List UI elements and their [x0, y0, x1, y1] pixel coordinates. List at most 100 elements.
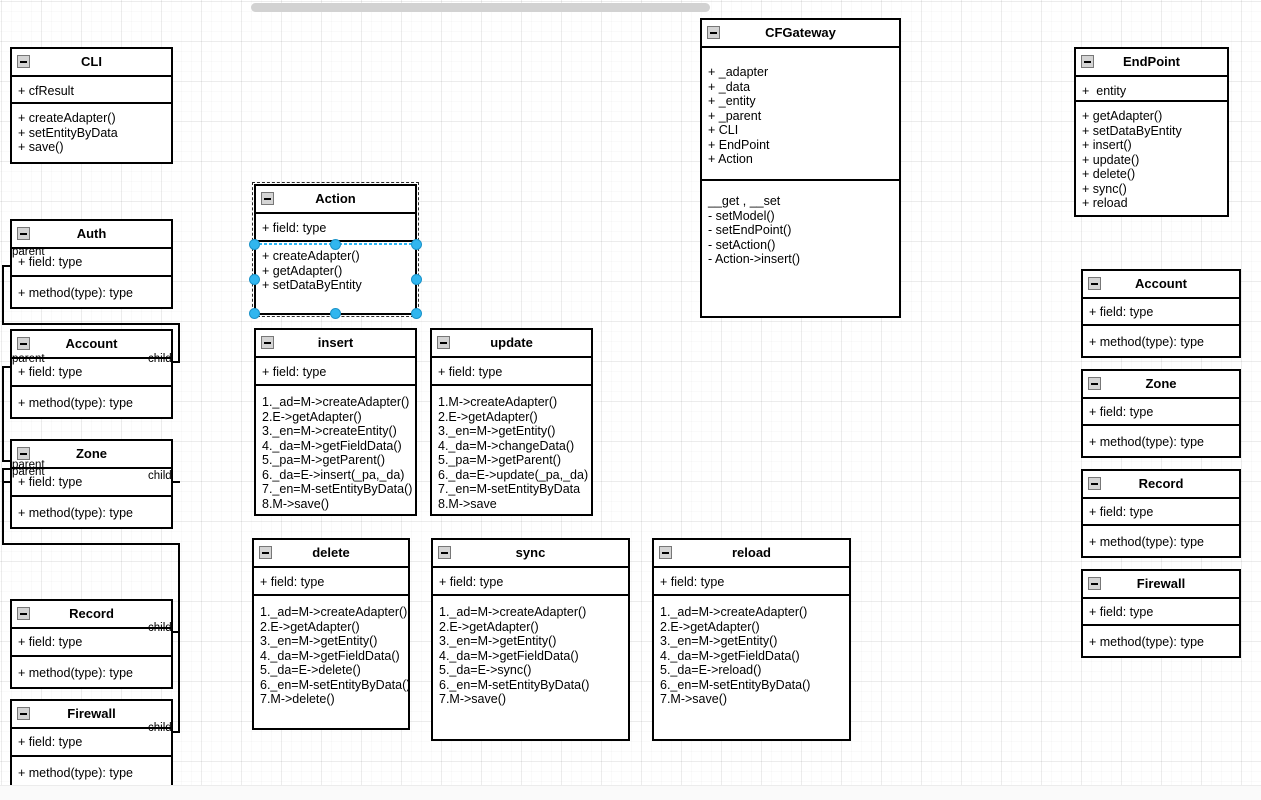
assoc-firewall-child-vertical: [178, 631, 180, 733]
class-title-insert: insert: [256, 330, 415, 356]
class-name-label: Record: [1138, 476, 1184, 491]
attribute-line: + _data: [708, 79, 751, 94]
class-box-zone-left[interactable]: Zone + field: type + method(type): type: [10, 439, 173, 529]
edge-label-parent-zone-b: parent: [12, 466, 45, 478]
resize-handle-n[interactable]: [330, 239, 341, 250]
minus-box-icon[interactable]: [659, 546, 672, 559]
class-name-label: delete: [312, 545, 350, 560]
operation-line: 3._en=M->getEntity(): [438, 424, 556, 438]
minus-box-icon[interactable]: [707, 26, 720, 39]
operation-line: 1._ad=M->createAdapter(): [660, 605, 808, 619]
operation-line: 8.M->save: [438, 496, 497, 511]
class-title-record-left: Record: [12, 601, 171, 627]
operation-line: 2.E->getAdapter(): [660, 619, 760, 634]
class-operations-firewall-right: + method(type): type: [1083, 624, 1239, 657]
attribute-line: + _entity: [708, 94, 756, 108]
class-name-label: Action: [315, 191, 356, 206]
operation-line: 6._da=E->update(_pa,_da): [438, 467, 589, 482]
operation-line: 4._da=M->changeData(): [438, 438, 575, 453]
operation-line: 7.M->delete(): [260, 692, 335, 706]
class-box-zone-right[interactable]: Zone + field: type + method(type): type: [1081, 369, 1241, 458]
operation-line: 3._en=M->getEntity(): [260, 634, 378, 648]
class-box-reload[interactable]: reload + field: type 1._ad=M->createAdap…: [652, 538, 851, 741]
operation-line: + setEntityByData: [18, 125, 118, 140]
operation-line: - setAction(): [708, 237, 776, 252]
operation-line: + save(): [18, 140, 64, 154]
horizontal-scrollbar-thumb[interactable]: [251, 3, 710, 12]
minus-box-icon[interactable]: [259, 546, 272, 559]
class-operations-reload: 1._ad=M->createAdapter() 2.E->getAdapter…: [654, 594, 849, 714]
edge-label-child-firewall: child: [148, 722, 172, 734]
operation-line: + createAdapter(): [262, 249, 360, 263]
operation-line: + method(type): type: [18, 666, 133, 680]
class-attributes-cfgateway: + _adapter + _data + _entity + _parent +…: [702, 46, 899, 179]
class-attributes-cli: + cfResult: [12, 75, 171, 102]
minus-box-icon[interactable]: [438, 546, 451, 559]
class-box-sync[interactable]: sync + field: type 1._ad=M->createAdapte…: [431, 538, 630, 741]
class-box-delete[interactable]: delete + field: type 1._ad=M->createAdap…: [252, 538, 410, 730]
class-attributes-update: + field: type: [432, 356, 591, 384]
operation-line: 5._pa=M->getParent(): [438, 453, 561, 467]
minus-box-icon[interactable]: [1088, 477, 1101, 490]
operation-line: 4._da=M->getFieldData(): [660, 648, 800, 663]
class-box-record-left[interactable]: Record + field: type + method(type): typ…: [10, 599, 173, 689]
minus-box-icon[interactable]: [437, 336, 450, 349]
class-box-account-right[interactable]: Account + field: type + method(type): ty…: [1081, 269, 1241, 358]
assoc-auth-child-vertical: [178, 323, 180, 363]
resize-handle-sw[interactable]: [249, 308, 260, 319]
class-box-firewall-left[interactable]: Firewall + field: type + method(type): t…: [10, 699, 173, 789]
minus-box-icon[interactable]: [1088, 277, 1101, 290]
attribute-line: + field: type: [18, 365, 83, 379]
assoc-auth-bottom: [2, 323, 180, 325]
class-title-endpoint: EndPoint: [1076, 49, 1227, 75]
class-box-auth[interactable]: Auth + field: type + method(type): type: [10, 219, 173, 309]
minus-box-icon[interactable]: [1088, 377, 1101, 390]
operation-line: + getAdapter(): [1082, 109, 1163, 123]
class-attributes-firewall-left: + field: type: [12, 727, 171, 755]
class-operations-account-left: + method(type): type: [12, 385, 171, 418]
class-box-firewall-right[interactable]: Firewall + field: type + method(type): t…: [1081, 569, 1241, 658]
resize-handle-ne[interactable]: [411, 239, 422, 250]
class-title-record-right: Record: [1083, 471, 1239, 497]
minus-box-icon[interactable]: [17, 447, 30, 460]
class-name-label: Account: [1135, 276, 1187, 291]
class-attributes-account-left: + field: type: [12, 357, 171, 385]
minus-box-icon[interactable]: [1081, 55, 1094, 68]
operation-line: + update(): [1082, 152, 1140, 167]
class-box-insert[interactable]: insert + field: type 1._ad=M->createAdap…: [254, 328, 417, 516]
class-box-cfgateway[interactable]: CFGateway + _adapter + _data + _entity +…: [700, 18, 901, 318]
operation-line: + method(type): type: [1089, 435, 1204, 449]
class-title-update: update: [432, 330, 591, 356]
resize-handle-w[interactable]: [249, 274, 260, 285]
attribute-line: + field: type: [18, 255, 83, 269]
resize-handle-nw[interactable]: [249, 239, 260, 250]
class-box-endpoint[interactable]: EndPoint + entity + getAdapter() + setDa…: [1074, 47, 1229, 217]
attribute-line: + entity: [1082, 84, 1127, 98]
attribute-line: + field: type: [1089, 505, 1154, 519]
minus-box-icon[interactable]: [17, 707, 30, 720]
resize-handle-se[interactable]: [411, 308, 422, 319]
class-box-account-left[interactable]: Account + field: type + method(type): ty…: [10, 329, 173, 419]
class-title-sync: sync: [433, 540, 628, 566]
resize-handle-s[interactable]: [330, 308, 341, 319]
class-attributes-zone-right: + field: type: [1083, 397, 1239, 424]
class-operations-account-right: + method(type): type: [1083, 324, 1239, 357]
resize-handle-e[interactable]: [411, 274, 422, 285]
minus-box-icon[interactable]: [261, 336, 274, 349]
minus-box-icon[interactable]: [17, 55, 30, 68]
minus-box-icon[interactable]: [17, 607, 30, 620]
operation-line: 2.E->getAdapter(): [262, 409, 362, 424]
class-box-cli[interactable]: CLI + cfResult + createAdapter() + setEn…: [10, 47, 173, 164]
horizontal-scrollbar-track[interactable]: [0, 785, 1261, 800]
minus-box-icon[interactable]: [17, 227, 30, 240]
minus-box-icon[interactable]: [1088, 577, 1101, 590]
class-title-cli: CLI: [12, 49, 171, 75]
class-attributes-firewall-right: + field: type: [1083, 597, 1239, 624]
operation-line: 7.M->save(): [439, 692, 507, 706]
operation-line: 5._da=E->sync(): [439, 663, 532, 677]
minus-box-icon[interactable]: [261, 192, 274, 205]
class-box-update[interactable]: update + field: type 1.M->createAdapter(…: [430, 328, 593, 516]
minus-box-icon[interactable]: [17, 337, 30, 350]
class-box-record-right[interactable]: Record + field: type + method(type): typ…: [1081, 469, 1241, 558]
